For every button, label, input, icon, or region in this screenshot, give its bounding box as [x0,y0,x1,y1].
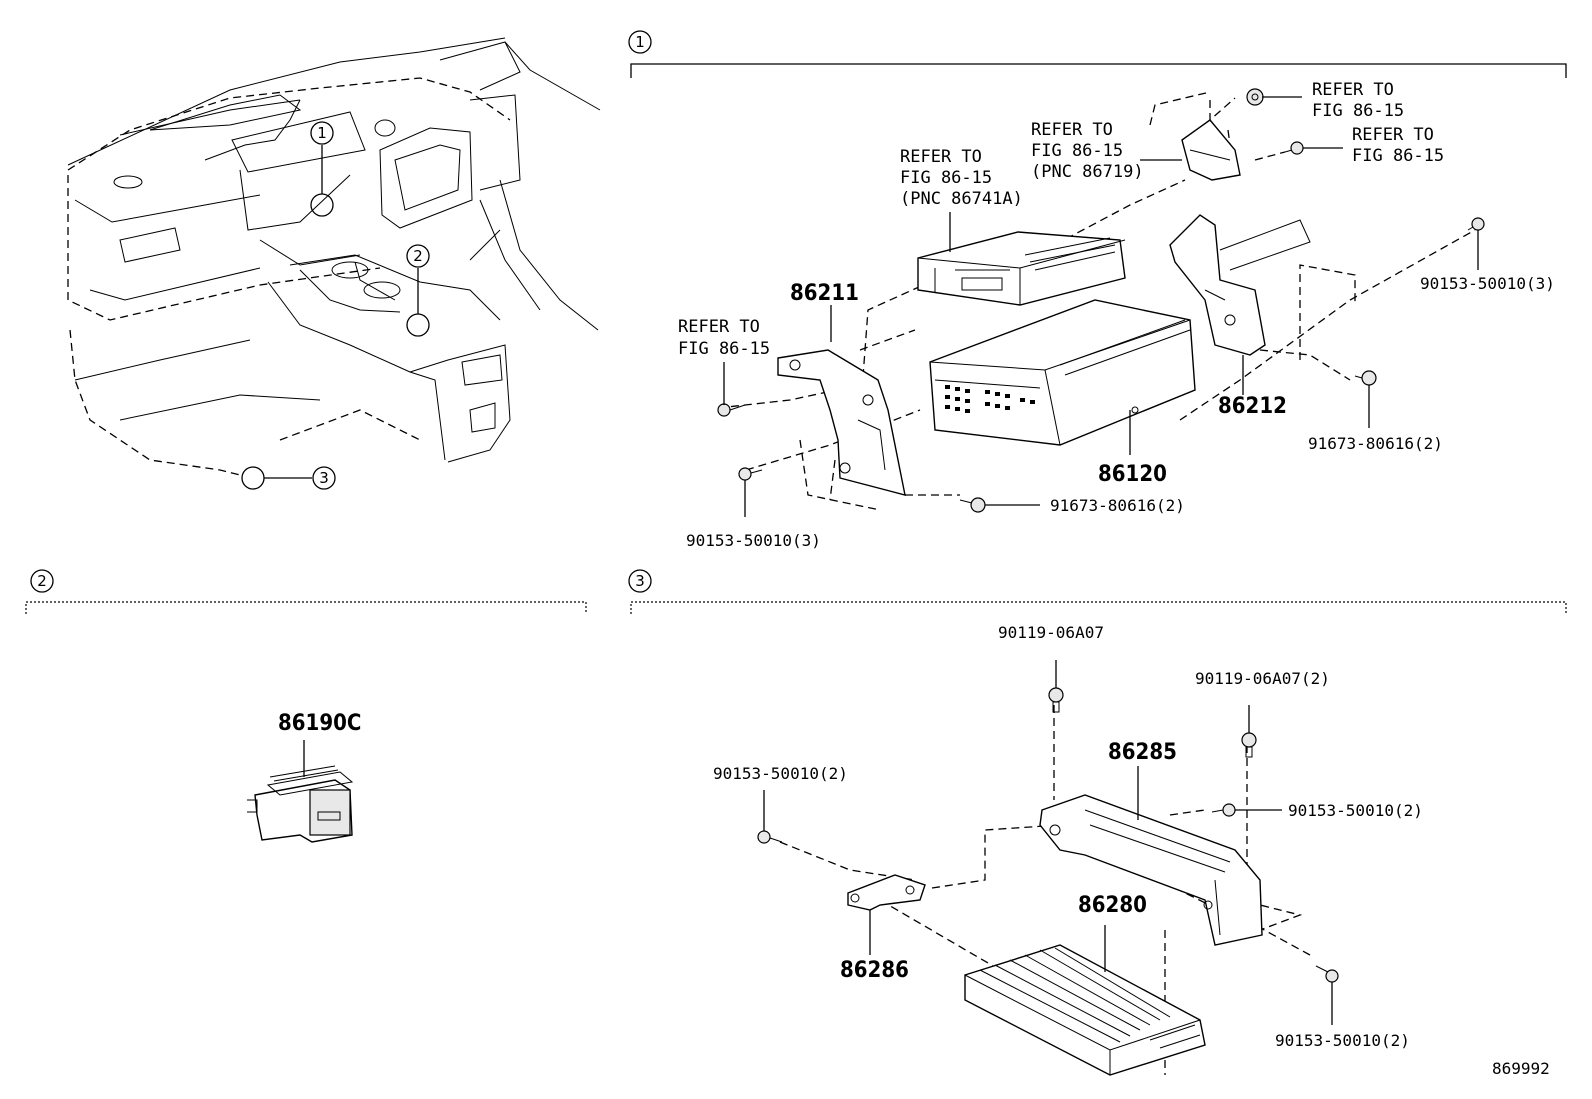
bracket-86212[interactable] [1169,214,1311,356]
section-2-number: 2 [37,572,47,590]
section-2-header: 2 [25,569,587,614]
section-1-labels: REFER TO FIG 86-15 REFER TO FIG 86-15 (P… [678,80,1555,550]
refer-label-a-line2[interactable]: FIG 86-15 [678,339,770,359]
refer-label-b-line2[interactable]: FIG 86-15 [900,168,992,188]
refer-label-b-line1[interactable]: REFER TO [900,147,982,167]
section-3-parts [757,660,1339,1076]
screw-icon[interactable] [757,830,783,844]
part-label-86285[interactable]: 86285 [1108,740,1177,765]
overview-callout-2[interactable]: 2 [413,247,423,265]
screw-icon[interactable] [1315,965,1339,983]
bolt-label-91673-mid[interactable]: 91673-80616(2) [1050,496,1185,515]
bolt-label-90153-left[interactable]: 90153-50010(3) [686,531,821,550]
refer-label-c-line3[interactable]: (PNC 86719) [1031,162,1144,182]
part-label-86280[interactable]: 86280 [1078,893,1147,918]
refer-label-d-line2[interactable]: FIG 86-15 [1312,101,1404,121]
part-label-86286[interactable]: 86286 [840,958,909,983]
refer-label-e-line1[interactable]: REFER TO [1352,125,1434,145]
overview-callout-3[interactable]: 3 [319,469,329,487]
bolt-label-90119-a[interactable]: 90119-06A07 [998,623,1104,642]
section-3-labels: 90119-06A07 90119-06A07(2) 86285 90153-5… [713,623,1423,1050]
refer-label-b-line3[interactable]: (PNC 86741A) [900,189,1023,209]
bolt-label-90153-right[interactable]: 90153-50010(3) [1420,274,1555,293]
amplifier-86280[interactable] [964,944,1206,1076]
bracket-86719[interactable] [1181,119,1241,181]
section-1-parts [717,88,1485,517]
screw-icon[interactable] [1467,217,1485,231]
refer-label-e-line2[interactable]: FIG 86-15 [1352,146,1444,166]
bolt-label-90119-b[interactable]: 90119-06A07(2) [1195,669,1330,688]
overview-callout-1[interactable]: 1 [317,124,327,142]
bracket-86286[interactable] [847,874,926,911]
bolt-icon[interactable] [1241,732,1257,758]
section-1-number: 1 [635,33,645,51]
audio-module-top[interactable] [917,231,1126,306]
bolt-icon[interactable] [959,497,986,513]
section-3-header: 3 [628,569,1567,614]
part-label-86120[interactable]: 86120 [1098,462,1167,487]
refer-label-c-line2[interactable]: FIG 86-15 [1031,141,1123,161]
part-label-86212[interactable]: 86212 [1218,394,1287,419]
diagram-id: 869992 [1492,1059,1550,1078]
refer-label-c-line1[interactable]: REFER TO [1031,120,1113,140]
bracket-86285[interactable] [1039,794,1263,946]
section-1-header: 1 [628,30,1567,78]
bolt-label-90153-left[interactable]: 90153-50010(2) [713,764,848,783]
part-label-86190C[interactable]: 86190C [278,711,361,736]
screw-icon[interactable] [738,467,763,481]
bolt-label-91673-right[interactable]: 91673-80616(2) [1308,434,1443,453]
navigation-receiver-unit[interactable] [929,299,1196,446]
section-3-number: 3 [635,572,645,590]
refer-label-a-line1[interactable]: REFER TO [678,317,760,337]
refer-label-d-line1[interactable]: REFER TO [1312,80,1394,100]
screw-icon[interactable] [1211,803,1236,817]
dashboard-overview-illustration: 1 2 3 [67,37,601,490]
screw-icon[interactable] [717,403,746,417]
nut-icon[interactable] [1246,88,1264,106]
bolt-label-90153-bottom[interactable]: 90153-50010(2) [1275,1031,1410,1050]
part-label-86211[interactable]: 86211 [790,281,859,306]
screw-icon[interactable] [1284,141,1304,155]
bracket-86211[interactable] [777,349,906,496]
bolt-icon[interactable] [1048,687,1064,713]
bolt-icon[interactable] [1354,370,1377,386]
bolt-label-90153-right[interactable]: 90153-50010(2) [1288,801,1423,820]
usb-port-86190C[interactable] [247,765,354,843]
